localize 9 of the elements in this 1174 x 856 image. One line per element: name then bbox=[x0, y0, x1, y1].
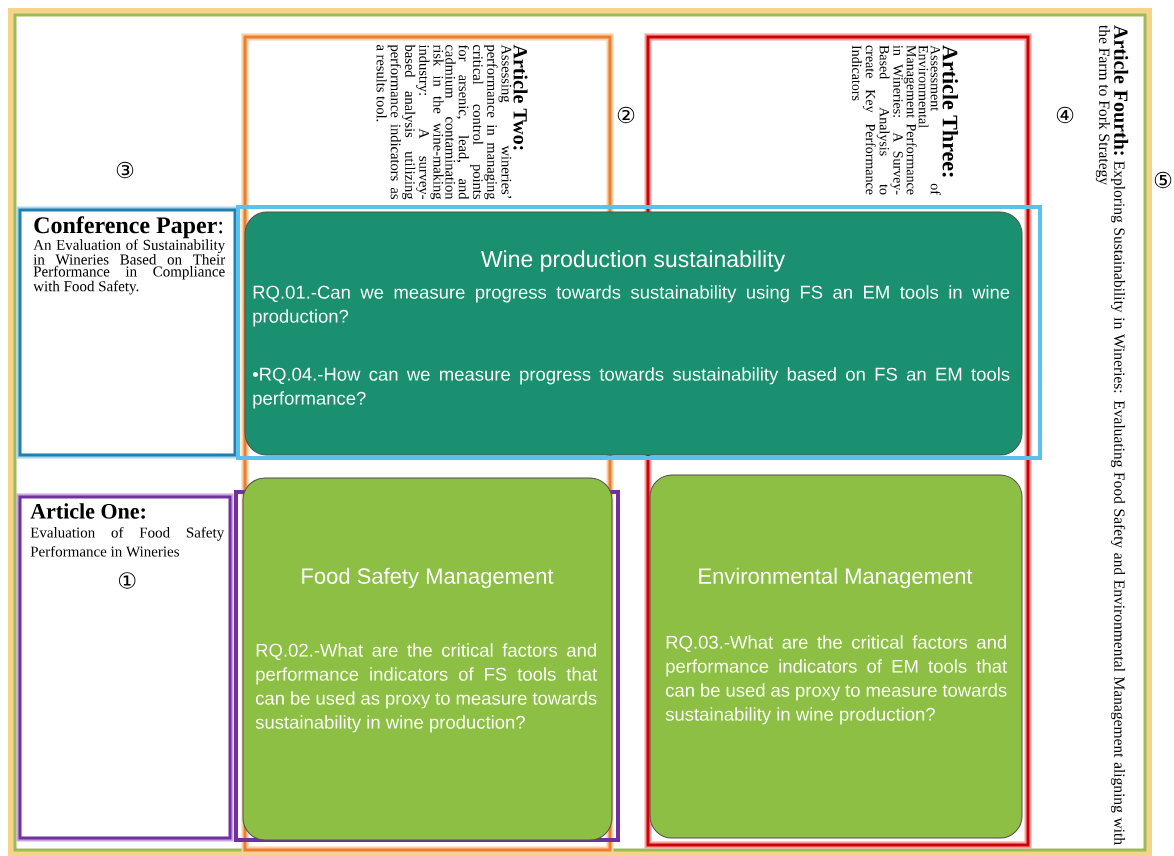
paper-box: Article One: Evaluation of Food Safety Performance in Wineries ① bbox=[16, 493, 234, 842]
number-marker: ② bbox=[617, 106, 635, 124]
number-marker: ④ bbox=[1056, 106, 1074, 124]
research-question-box: Food Safety Management RQ.02.-What are the critical factors and performance indicators of FS tools that can be used as proxy to measure towards sustainability in wine production? bbox=[234, 477, 620, 842]
research-question-box: Wine production sustainability RQ.01.-Can we measure progress towards sustainability using FS an EM tools in wine production? •RQ.04.-How can we measure progress towards sustainability based on FS an EM tools performance? bbox=[236, 205, 1042, 460]
number-marker: ③ bbox=[116, 161, 134, 179]
paper-box: Conference Paper: An Evaluation of Sustainability in Wineries Based on Their Performance in Compliance with Food Safety. bbox=[16, 206, 239, 459]
number-marker: ⑤ bbox=[1154, 171, 1172, 189]
research-question-box: Environmental Management RQ.03.-What are the critical factors and performance indicators of EM tools that can be used as proxy to measure towards sustainability in wine production? bbox=[649, 474, 1023, 839]
